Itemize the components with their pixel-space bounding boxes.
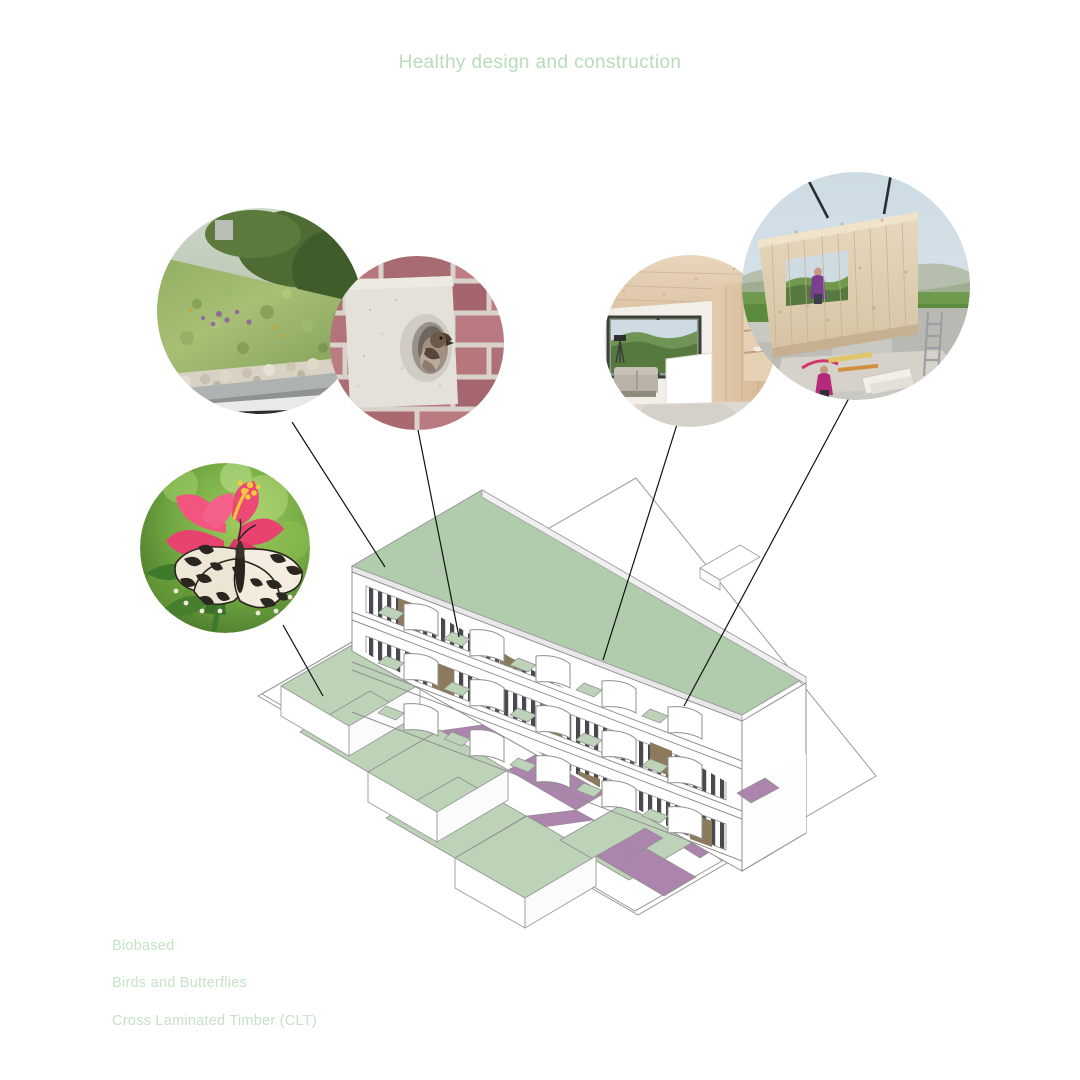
balcony-rail (403, 603, 703, 840)
end-wall-shadow (742, 754, 806, 869)
page-title: Healthy design and construction (398, 52, 682, 73)
leader-butterfly (282, 624, 324, 697)
garden-shed (454, 855, 597, 929)
legend: Biobased Birds and Butterflies Cross Lam… (112, 938, 632, 1050)
balcony-bands (351, 611, 743, 862)
clt-construction-photo (742, 172, 970, 400)
legend-item-birds-and-butterflies: Birds and Butterflies (112, 975, 248, 992)
circulation-path (595, 837, 697, 897)
end-wall-base (741, 832, 807, 872)
legend-item-cross-laminated-timber: Cross Laminated Timber (CLT) (112, 1012, 317, 1029)
legend-item-biobased: Biobased (112, 938, 175, 954)
leader-green-roof (291, 421, 386, 568)
leader-nest-brick (417, 429, 460, 638)
entrance-path-marker (736, 777, 780, 804)
sparrow (420, 332, 454, 373)
construction-worker (810, 267, 826, 304)
site-and-building (256, 477, 877, 929)
circulation-path (627, 827, 664, 860)
clt-panel (758, 212, 918, 358)
green-roof-photo (157, 208, 363, 414)
sparrow-nest-brick-photo (330, 256, 504, 430)
balcony-planter (377, 605, 669, 824)
roof-plant-volume (699, 544, 761, 591)
leader-clt-interior (602, 417, 680, 661)
butterfly-on-flower-photo (140, 463, 310, 633)
leader-clt-site (683, 397, 850, 707)
worker-foreground (815, 365, 833, 398)
paper-kite-butterfly (173, 518, 303, 616)
garden-shed (367, 769, 509, 843)
leader-lines (282, 397, 850, 707)
